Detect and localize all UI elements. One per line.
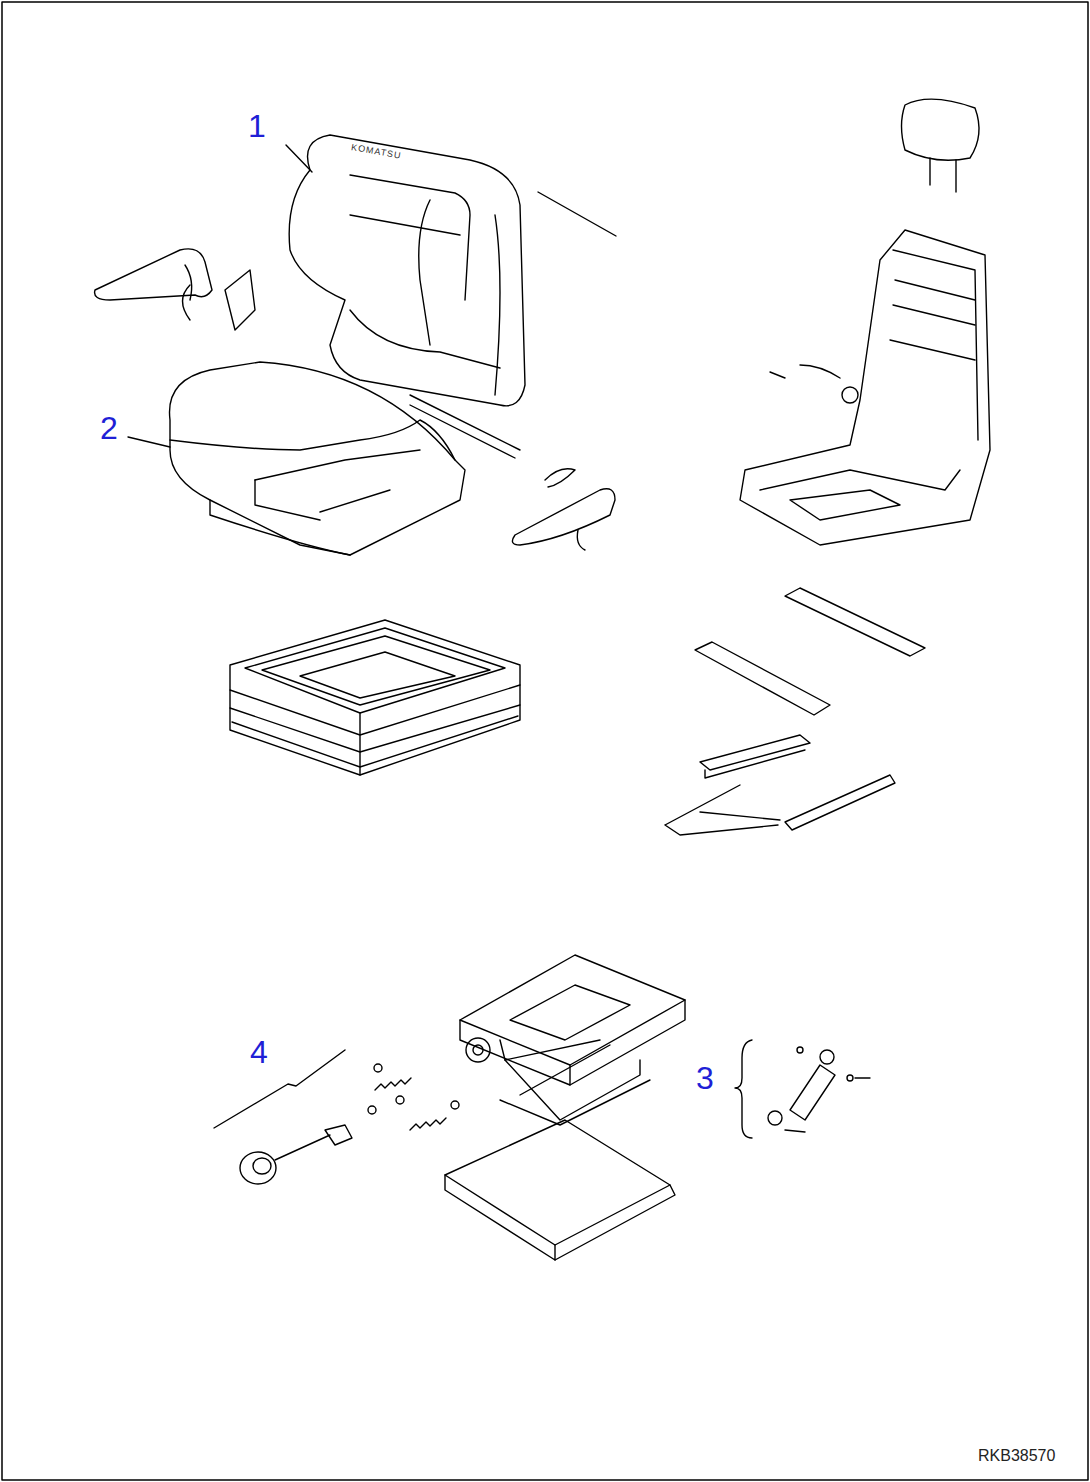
drawing-code: RKB38570 bbox=[978, 1448, 1055, 1464]
callout-number: 2 bbox=[100, 412, 118, 444]
seat-logo: KOMATSU bbox=[350, 143, 402, 161]
callout-number: 4 bbox=[250, 1036, 268, 1068]
callout-number: 1 bbox=[248, 110, 266, 142]
callout-number: 3 bbox=[696, 1062, 714, 1094]
